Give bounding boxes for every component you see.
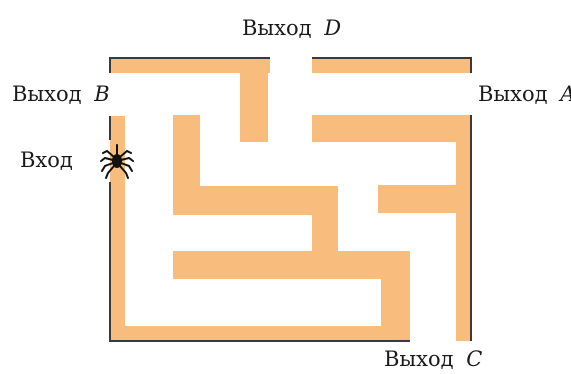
label-exit-a-word: Выход — [478, 82, 548, 106]
maze-walls — [110, 58, 471, 341]
label-exit-a-letter: A — [558, 82, 571, 106]
label-exit-d: Выход D — [242, 16, 341, 40]
wall-top-left — [110, 58, 270, 73]
maze-outline — [109, 57, 472, 342]
wall-right-stub — [378, 185, 471, 213]
outline-top-right — [312, 57, 472, 73]
wall-right — [456, 115, 471, 341]
label-exit-d-letter: D — [323, 16, 341, 40]
wall-upper-right-bar — [312, 115, 471, 142]
label-exit-c-word: Выход — [384, 347, 454, 371]
wall-left — [110, 116, 125, 341]
spider-icon — [100, 144, 134, 179]
label-exit-a: Выход A — [478, 82, 571, 106]
label-exit-d-word: Выход — [242, 16, 312, 40]
wall-middle-bar — [173, 186, 333, 215]
wall-top-right — [312, 58, 471, 73]
wall-lower-bar — [173, 251, 410, 279]
label-exit-b-word: Выход — [12, 82, 82, 106]
wall-bottom — [110, 326, 410, 341]
label-exit-b-letter: B — [93, 82, 109, 106]
label-exit-c: Выход C — [384, 347, 482, 371]
label-exit-b: Выход B — [12, 82, 110, 106]
wall-top-spur — [240, 58, 268, 142]
wall-middle-vertical — [312, 186, 338, 251]
label-entrance: Вход — [20, 148, 73, 172]
label-exit-c-letter: C — [466, 347, 482, 371]
wall-lower-vertical — [381, 251, 410, 341]
outline-top-left — [109, 57, 270, 73]
outline-bottom-left — [109, 182, 410, 342]
